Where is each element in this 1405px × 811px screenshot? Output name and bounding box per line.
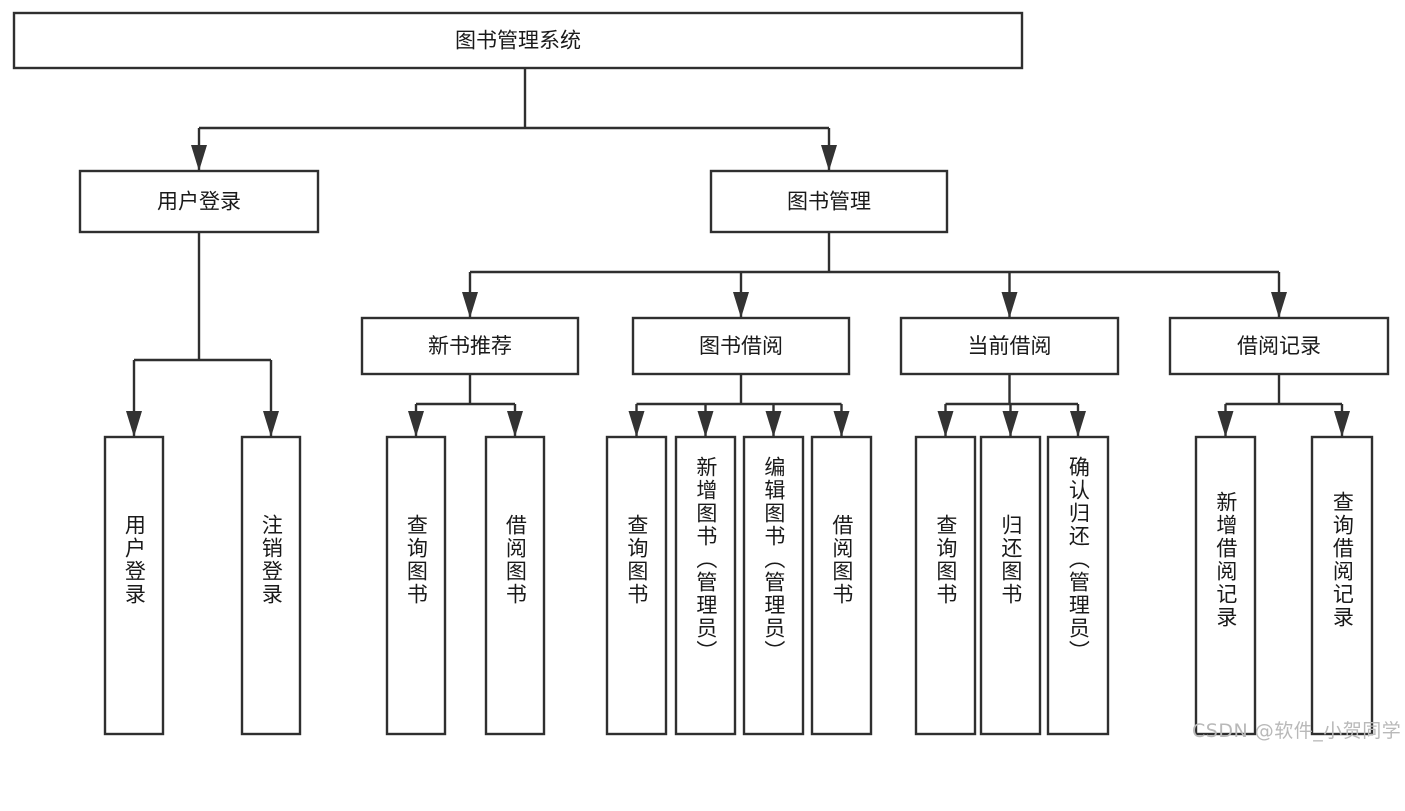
node-leaf-12[interactable] [1310, 435, 1374, 736]
arrow-head-icon [1271, 292, 1287, 318]
node-leaf-3[interactable] [484, 435, 546, 736]
node-leaf-10[interactable] [1046, 435, 1110, 736]
arrow-head-icon [833, 411, 850, 437]
arrow-head-icon [1334, 411, 1350, 437]
arrow-head-icon [507, 411, 523, 437]
node-leaf-7[interactable] [810, 435, 873, 736]
arrow-head-icon [937, 411, 954, 437]
box-layer [12, 11, 1390, 736]
node-level2-label-0: 用户登录 [157, 190, 241, 214]
arrow-head-icon [408, 411, 424, 437]
arrow-head-icon [1001, 292, 1018, 318]
node-level3-3[interactable] [1168, 316, 1390, 376]
node-level2-1[interactable] [709, 169, 949, 234]
node-level2-0[interactable] [78, 169, 320, 234]
connector-layer [126, 68, 1350, 437]
node-level3-1[interactable] [631, 316, 851, 376]
arrow-head-icon [765, 411, 782, 437]
node-leaf-8[interactable] [914, 435, 977, 736]
node-leaf-5[interactable] [674, 435, 737, 736]
arrow-head-icon [733, 292, 749, 318]
flowchart-diagram: 图书管理系统用户登录图书管理新书推荐图书借阅当前借阅借阅记录 用户登录注销登录查… [12, 11, 1402, 742]
node-level3-label-0: 新书推荐 [428, 334, 512, 358]
node-level3-label-3: 借阅记录 [1237, 334, 1321, 358]
node-leaf-9[interactable] [979, 435, 1042, 736]
arrow-head-icon [1070, 411, 1086, 437]
node-root[interactable] [12, 11, 1024, 70]
node-level3-label-1: 图书借阅 [699, 334, 783, 358]
node-leaf-2[interactable] [385, 435, 447, 736]
arrow-head-icon [1217, 411, 1234, 437]
node-level3-label-2: 当前借阅 [968, 334, 1052, 358]
arrow-head-icon [263, 411, 279, 437]
node-leaf-0[interactable] [103, 435, 165, 736]
node-root-label: 图书管理系统 [455, 29, 581, 53]
node-level3-0[interactable] [360, 316, 580, 376]
arrow-head-icon [462, 292, 478, 318]
node-level2-label-1: 图书管理 [787, 190, 871, 214]
node-level3-2[interactable] [899, 316, 1120, 376]
csdn-watermark: CSDN @软件_小贺同学 [1192, 720, 1402, 742]
arrow-head-icon [697, 411, 714, 437]
node-leaf-1[interactable] [240, 435, 302, 736]
node-leaf-11[interactable] [1194, 435, 1257, 736]
arrow-head-icon [821, 145, 837, 171]
arrow-head-icon [126, 411, 142, 437]
arrow-head-icon [628, 411, 645, 437]
node-leaf-6[interactable] [742, 435, 805, 736]
arrow-head-icon [191, 145, 207, 171]
node-leaf-4[interactable] [605, 435, 668, 736]
arrow-head-icon [1002, 411, 1019, 437]
